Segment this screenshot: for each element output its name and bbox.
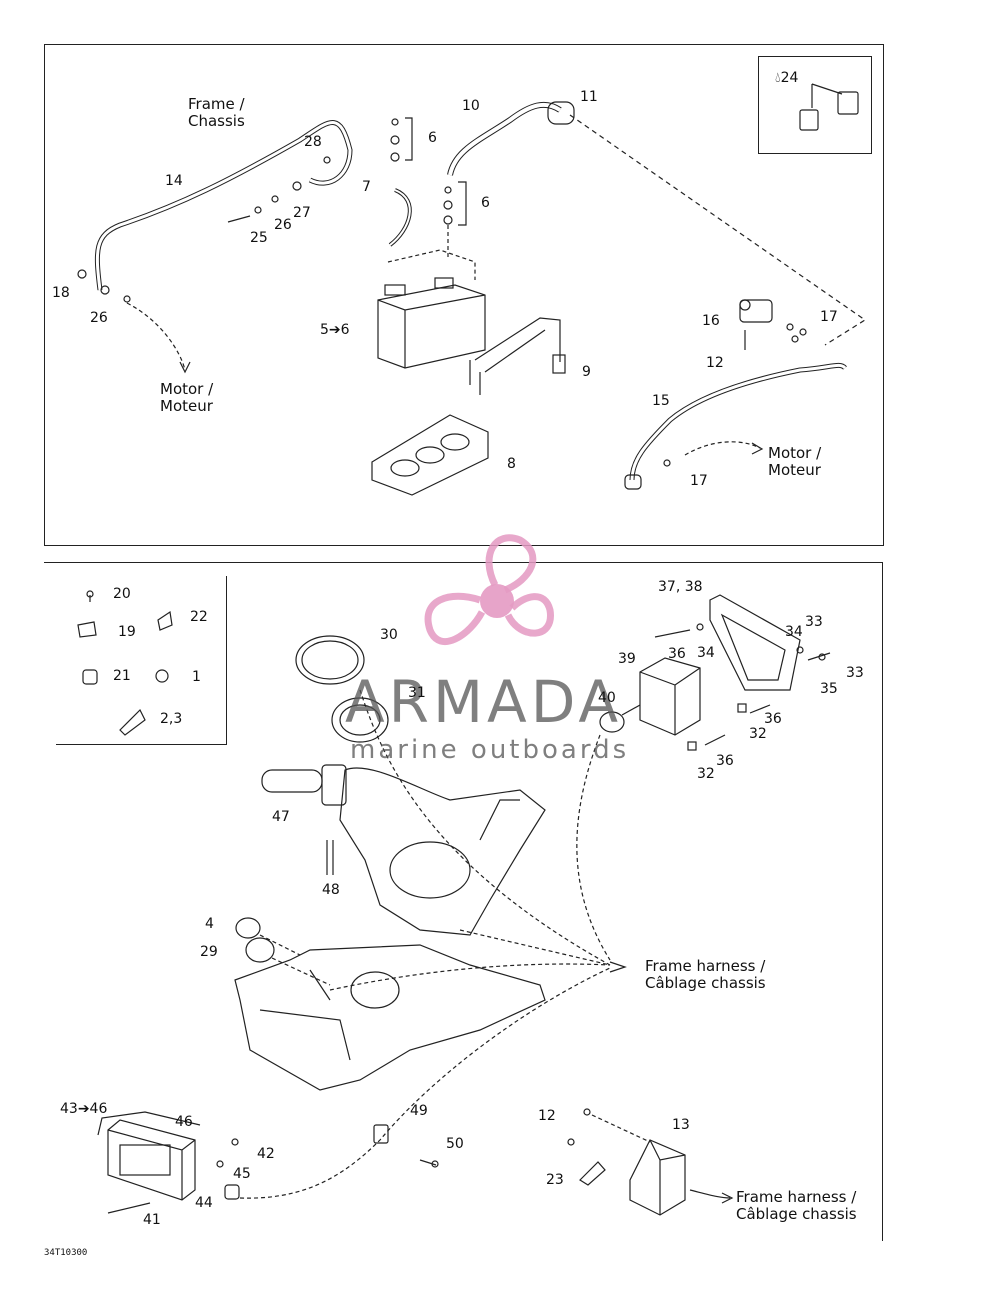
callout-36b: 36 <box>764 711 782 727</box>
dest-frame-harness-1: Frame harness / Câblage chassis <box>645 957 766 992</box>
callout-32a: 32 <box>749 726 767 742</box>
callout-9: 9 <box>582 364 591 380</box>
callout-21: 21 <box>113 668 131 684</box>
callout-43-46: 43➔46 <box>60 1101 108 1117</box>
starter-solenoid-16 <box>739 299 773 323</box>
callout-14: 14 <box>165 173 183 189</box>
callout-49: 49 <box>410 1103 428 1119</box>
switch-47 <box>321 764 347 806</box>
callout-50: 50 <box>446 1136 464 1152</box>
switch-4 <box>235 917 261 939</box>
callout-47: 47 <box>272 809 290 825</box>
bottom-panel-frame <box>44 562 883 1241</box>
callout-30: 30 <box>380 627 398 643</box>
callout-33a: 33 <box>805 614 823 630</box>
lower-hood <box>234 944 546 1091</box>
callout-19: 19 <box>118 624 136 640</box>
watermark-brand: ARMADA <box>345 668 623 736</box>
callout-26b: 26 <box>90 310 108 326</box>
callout-12: 12 <box>706 355 724 371</box>
callout-48: 48 <box>322 882 340 898</box>
voltage-regulator <box>97 1111 201 1201</box>
callout-36a: 36 <box>668 646 686 662</box>
gauge-31 <box>331 697 389 743</box>
callout-6a: 6 <box>428 130 437 146</box>
top-panel-frame <box>44 44 884 546</box>
dest-frame-chassis: Frame / Chassis <box>188 95 245 130</box>
callout-36c: 36 <box>716 753 734 769</box>
dest-motor-left: Motor / Moteur <box>160 380 214 415</box>
callout-32b: 32 <box>697 766 715 782</box>
battery <box>377 249 486 369</box>
callout-8: 8 <box>507 456 516 472</box>
callout-33b: 33 <box>846 665 864 681</box>
positive-cable-10 <box>447 101 562 176</box>
headlight-frame-37-38 <box>709 594 801 691</box>
callout-17b: 17 <box>690 473 708 489</box>
callout-24: 💧︎24 <box>775 70 799 86</box>
callout-7: 7 <box>362 179 371 195</box>
callout-29: 29 <box>200 944 218 960</box>
callout-11: 11 <box>580 89 598 105</box>
brand-logo-propeller-icon <box>424 534 554 645</box>
terminal-boot-11 <box>547 101 575 125</box>
callout-12-bottom: 12 <box>538 1108 556 1124</box>
callout-6b: 6 <box>481 195 490 211</box>
gauge-ring-30 <box>295 635 365 685</box>
callout-25: 25 <box>250 230 268 246</box>
callout-1: 1 <box>192 669 201 685</box>
dest-frame-harness-2: Frame harness / Câblage chassis <box>736 1188 857 1223</box>
callout-15: 15 <box>652 393 670 409</box>
fastener-inset-box <box>56 576 227 745</box>
callout-23: 23 <box>546 1172 564 1188</box>
callout-39: 39 <box>618 651 636 667</box>
callout-28: 28 <box>304 134 322 150</box>
callout-46: 46 <box>175 1114 193 1130</box>
callout-16: 16 <box>702 313 720 329</box>
regulator-13 <box>629 1139 686 1216</box>
drawing-code: 34T10300 <box>44 1248 88 1258</box>
callout-18: 18 <box>52 285 70 301</box>
callout-13: 13 <box>672 1117 690 1133</box>
callout-45: 45 <box>233 1166 251 1182</box>
callout-44: 44 <box>195 1195 213 1211</box>
callout-34a: 34 <box>697 645 715 661</box>
callout-37-38: 37, 38 <box>658 579 703 595</box>
bulb-40 <box>599 711 625 733</box>
callout-20: 20 <box>113 586 131 602</box>
sealant-drop-icon: 💧︎ <box>775 70 781 86</box>
callout-40: 40 <box>598 690 616 706</box>
clip-49 <box>373 1124 389 1144</box>
callout-4: 4 <box>205 916 214 932</box>
callout-31: 31 <box>408 685 426 701</box>
callout-27: 27 <box>293 205 311 221</box>
callout-35: 35 <box>820 681 838 697</box>
callout-42: 42 <box>257 1146 275 1162</box>
callout-26a: 26 <box>274 217 292 233</box>
watermark-tagline: marine outboards <box>350 735 630 765</box>
callout-2-3: 2,3 <box>160 711 183 727</box>
callout-22: 22 <box>190 609 208 625</box>
dest-motor-right: Motor / Moteur <box>768 444 822 479</box>
callout-17a: 17 <box>820 309 838 325</box>
callout-5-6: 5➔6 <box>320 322 350 338</box>
battery-strap-9 <box>469 317 561 395</box>
connector-inset-box <box>758 56 872 154</box>
dash-console <box>339 767 546 936</box>
callout-34b: 34 <box>785 624 803 640</box>
callout-41: 41 <box>143 1212 161 1228</box>
battery-tray-8 <box>371 414 489 496</box>
headlight-39 <box>639 657 701 736</box>
callout-10: 10 <box>462 98 480 114</box>
